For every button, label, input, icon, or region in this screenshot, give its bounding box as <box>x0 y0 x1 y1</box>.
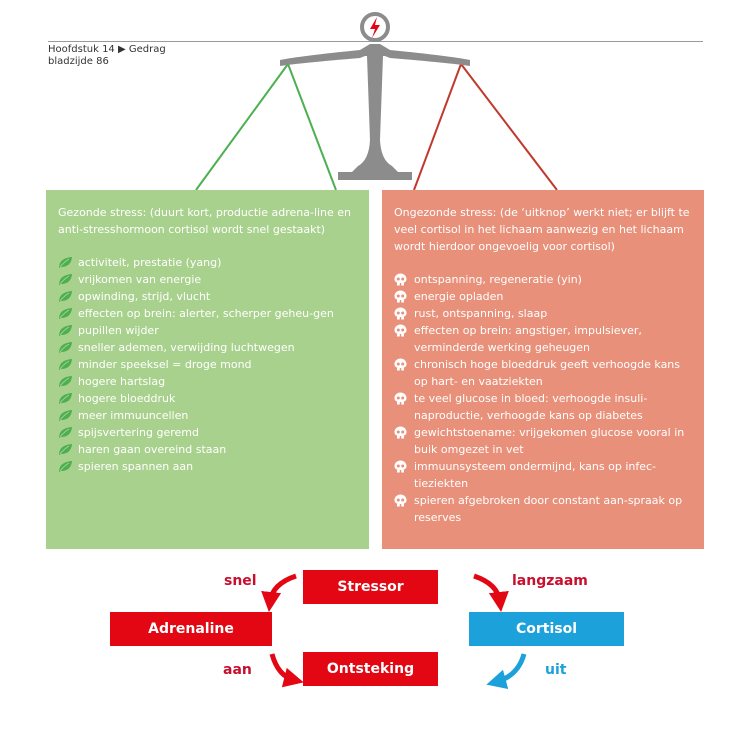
arrow-stressor-to-adrenaline <box>261 573 297 612</box>
list-item-text: hogere hartslag <box>78 375 166 388</box>
list-item: spieren afgebroken door constant aan-spr… <box>394 492 694 526</box>
list-item-text: haren gaan overeind staan <box>78 443 227 456</box>
skull-icon <box>394 460 407 473</box>
arrow-stressor-to-cortisol <box>473 573 509 612</box>
unhealthy-stress-panel: Ongezonde stress: (de ‘uitknop’ werkt ni… <box>382 190 704 549</box>
list-item-text: effecten op brein: angstiger, impulsieve… <box>414 324 642 354</box>
stressor-box: Stressor <box>303 570 438 604</box>
list-item: vrijkomen van energie <box>58 271 359 288</box>
leaf-icon <box>59 342 72 353</box>
healthy-stress-panel: Gezonde stress: (duurt kort, productie a… <box>46 190 369 549</box>
scale-base <box>338 172 412 180</box>
list-item-text: activiteit, prestatie (yang) <box>78 256 222 269</box>
list-item: minder speeksel = droge mond <box>58 356 359 373</box>
right-red-string-outer <box>460 63 558 191</box>
list-item: chronisch hoge bloeddruk geeft verhoogde… <box>394 356 694 390</box>
list-item-text: spijsvertering geremd <box>78 426 199 439</box>
skull-icon <box>394 290 407 303</box>
left-green-string-outer <box>195 63 289 191</box>
list-item-text: opwinding, strijd, vlucht <box>78 290 211 303</box>
skull-icon <box>394 494 407 507</box>
list-item: rust, ontspanning, slaap <box>394 305 694 322</box>
list-item: immuunsysteem ondermijnd, kans op infec-… <box>394 458 694 492</box>
list-item: effecten op brein: angstiger, impulsieve… <box>394 322 694 356</box>
list-item: pupillen wijder <box>58 322 359 339</box>
list-item-text: te veel glucose in bloed: verhoogde insu… <box>414 392 648 422</box>
leaf-icon <box>59 444 72 455</box>
left-green-string-inner <box>287 63 337 191</box>
balance-scale-illustration <box>195 12 558 191</box>
leaf-icon <box>59 410 72 421</box>
arrow-adrenaline-to-ontsteking <box>269 653 304 688</box>
list-item: energie opladen <box>394 288 694 305</box>
leaf-icon <box>59 427 72 438</box>
leaf-icon <box>59 308 72 319</box>
aan-label: aan <box>223 662 252 678</box>
leaf-icon <box>59 393 72 404</box>
list-item: hogere hartslag <box>58 373 359 390</box>
list-item-text: rust, ontspanning, slaap <box>414 307 548 320</box>
skull-icon <box>394 273 407 286</box>
scale-beam <box>280 44 470 66</box>
skull-icon <box>394 324 407 337</box>
list-item-text: hogere bloeddruk <box>78 392 176 405</box>
list-item: sneller ademen, verwijding luchtwegen <box>58 339 359 356</box>
chapter-label: Hoofdstuk 14 ▶ Gedrag <box>48 44 166 55</box>
unhealthy-stress-intro: Ongezonde stress: (de ‘uitknop’ werkt ni… <box>394 206 690 253</box>
skull-icon <box>394 307 407 320</box>
skull-icon <box>394 358 407 371</box>
list-item: gewichtstoename: vrijgekomen glucose voo… <box>394 424 694 458</box>
list-item-text: vrijkomen van energie <box>78 273 202 286</box>
uit-label: uit <box>545 662 567 678</box>
adrenaline-box: Adrenaline <box>110 612 272 646</box>
ontsteking-box: Ontsteking <box>303 652 438 686</box>
right-red-string-inner <box>413 63 462 191</box>
list-item: haren gaan overeind staan <box>58 441 359 458</box>
list-item: te veel glucose in bloed: verhoogde insu… <box>394 390 694 424</box>
list-item-text: energie opladen <box>414 290 504 303</box>
list-item-text: spieren afgebroken door constant aan-spr… <box>414 494 683 524</box>
skull-icon <box>394 392 407 405</box>
langzaam-label: langzaam <box>512 573 588 589</box>
scale-stand <box>352 56 398 172</box>
list-item-text: minder speeksel = droge mond <box>78 358 252 371</box>
list-item: activiteit, prestatie (yang) <box>58 254 359 271</box>
list-item-text: spieren spannen aan <box>78 460 194 473</box>
healthy-stress-intro: Gezonde stress: (duurt kort, productie a… <box>58 206 352 236</box>
list-item-text: gewichtstoename: vrijgekomen glucose voo… <box>414 426 685 456</box>
leaf-icon <box>59 461 72 472</box>
list-item-text: pupillen wijder <box>78 324 159 337</box>
leaf-icon <box>59 376 72 387</box>
snel-label: snel <box>224 573 257 589</box>
list-item-text: chronisch hoge bloeddruk geeft verhoogde… <box>414 358 681 388</box>
list-item: spijsvertering geremd <box>58 424 359 441</box>
list-item-text: immuunsysteem ondermijnd, kans op infec-… <box>414 460 656 490</box>
list-item: opwinding, strijd, vlucht <box>58 288 359 305</box>
list-item-text: ontspanning, regeneratie (yin) <box>414 273 582 286</box>
list-item: spieren spannen aan <box>58 458 359 475</box>
list-item-text: meer immuuncellen <box>78 409 189 422</box>
leaf-icon <box>59 325 72 336</box>
leaf-icon <box>59 274 72 285</box>
leaf-icon <box>59 257 72 268</box>
list-item: hogere bloeddruk <box>58 390 359 407</box>
arrow-cortisol-to-ontsteking <box>486 653 527 690</box>
lightning-icon <box>370 17 380 38</box>
cortisol-box: Cortisol <box>469 612 624 646</box>
page-header: Hoofdstuk 14 ▶ Gedrag bladzijde 86 <box>48 44 166 68</box>
list-item-text: sneller ademen, verwijding luchtwegen <box>78 341 295 354</box>
page-label: bladzijde 86 <box>48 56 109 67</box>
unhealthy-stress-list: ontspanning, regeneratie (yin) energie op… <box>394 271 694 526</box>
list-item: meer immuuncellen <box>58 407 359 424</box>
leaf-icon <box>59 291 72 302</box>
skull-icon <box>394 426 407 439</box>
list-item-text: effecten op brein: alerter, scherper geh… <box>78 307 334 320</box>
list-item: effecten op brein: alerter, scherper geh… <box>58 305 359 322</box>
list-item: ontspanning, regeneratie (yin) <box>394 271 694 288</box>
healthy-stress-list: activiteit, prestatie (yang) vrijkomen va… <box>58 254 359 475</box>
leaf-icon <box>59 359 72 370</box>
